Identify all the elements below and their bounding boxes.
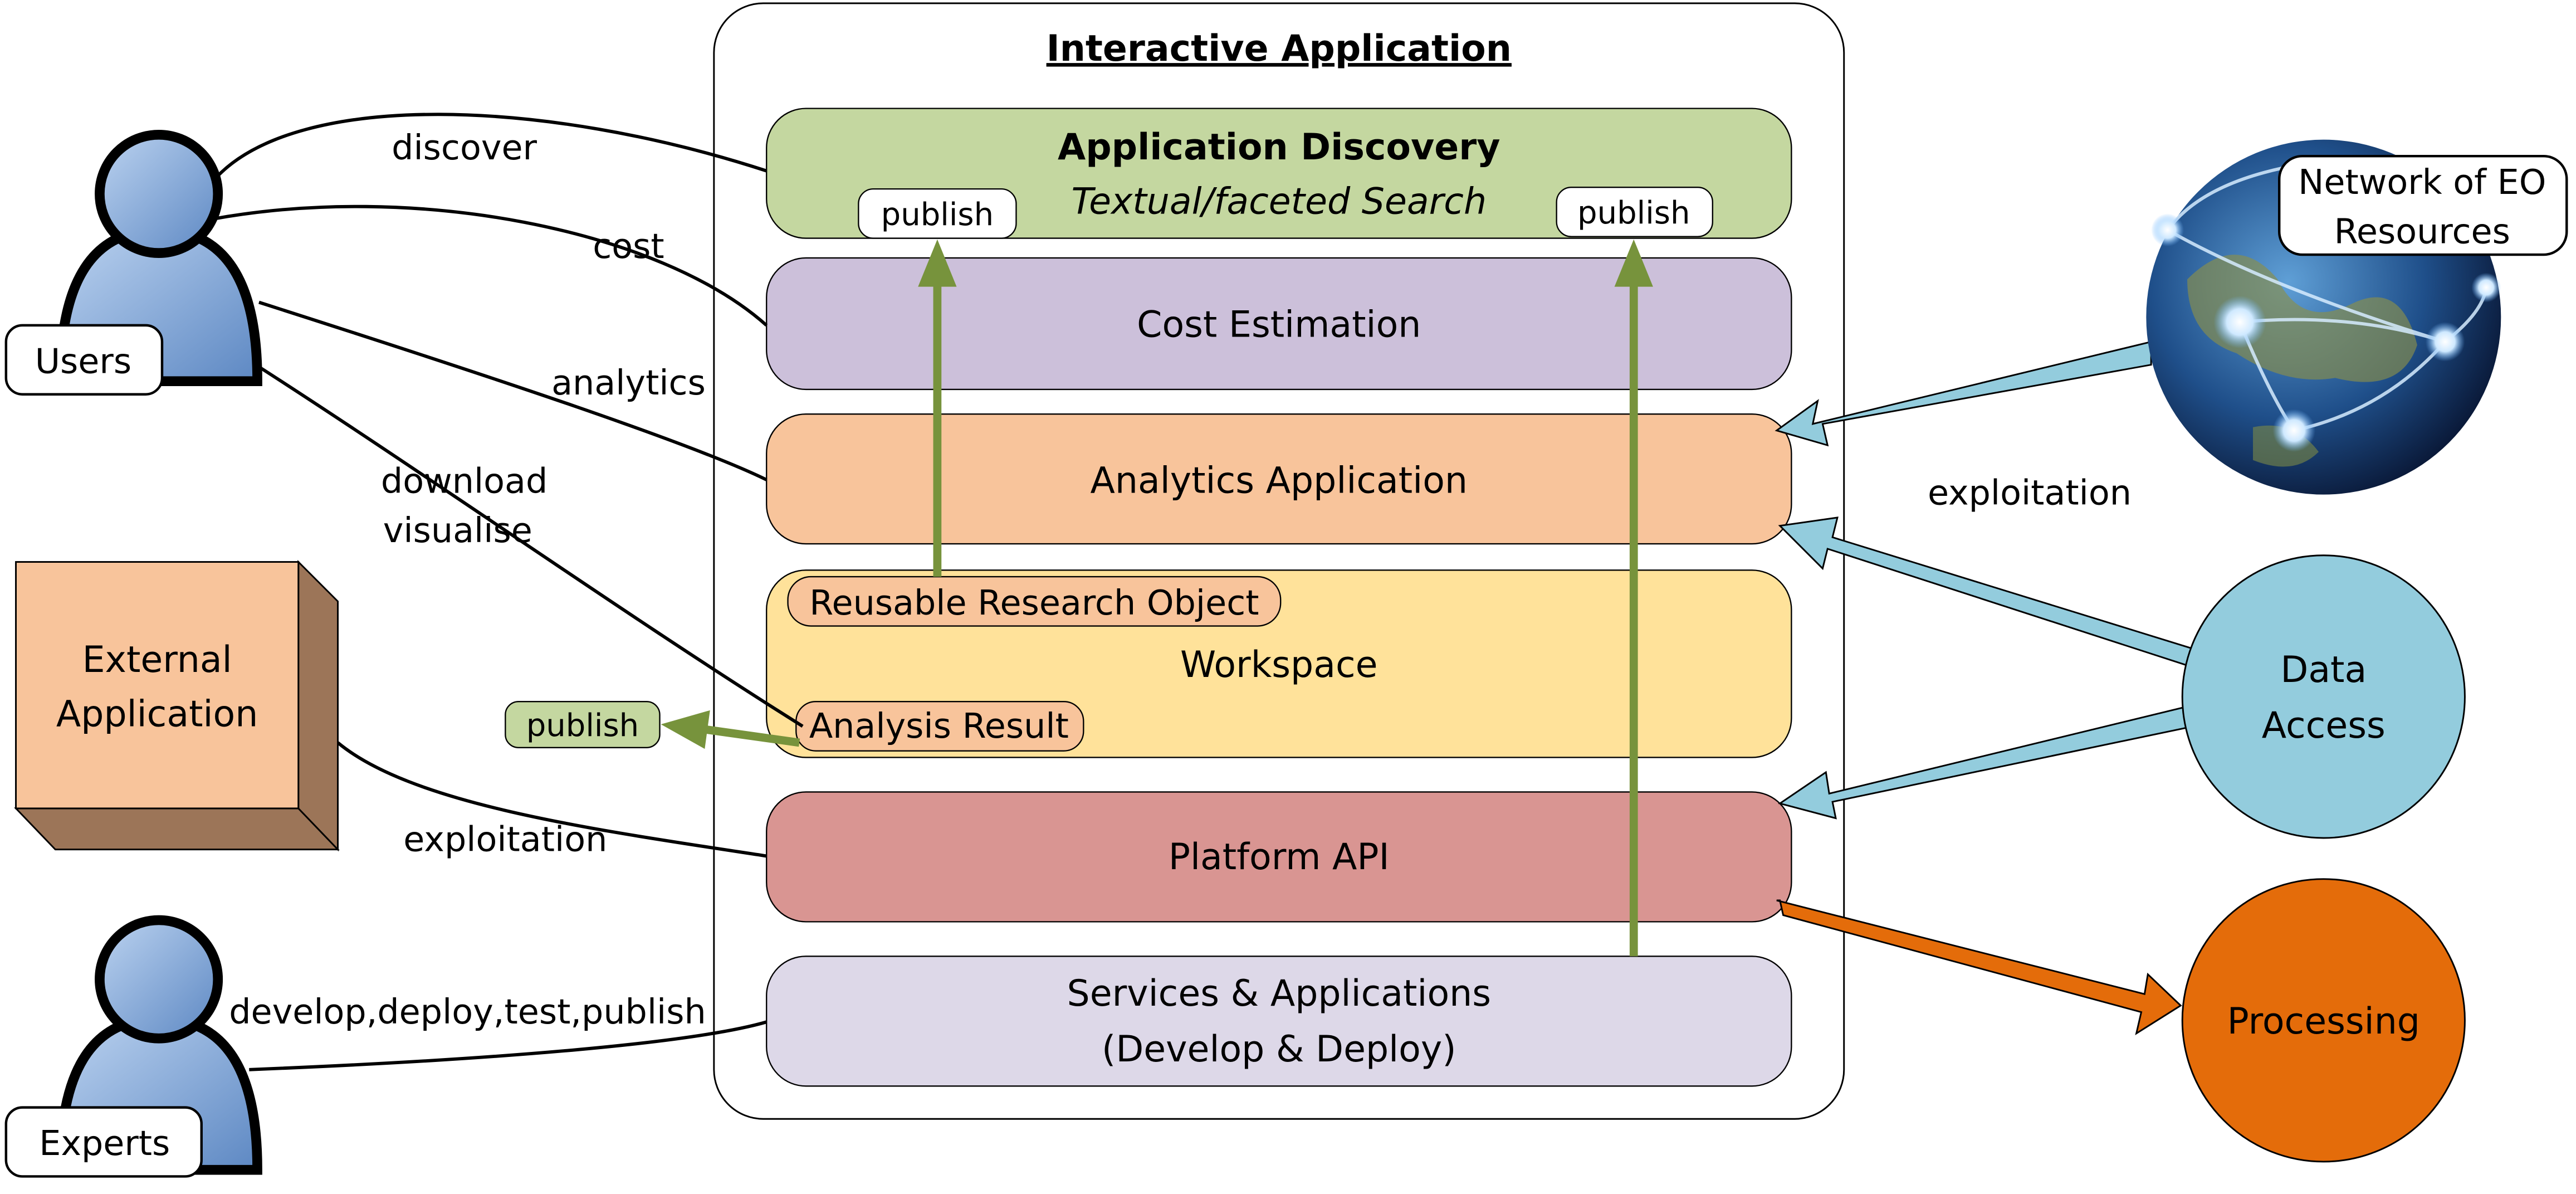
application-discovery-layer[interactable]: Application Discovery Textual/faceted Se… xyxy=(766,108,1792,239)
publish-tag-outside-label: publish xyxy=(526,708,639,744)
publish-tag-left-label: publish xyxy=(881,197,994,233)
analytics-label: analytics xyxy=(551,363,706,403)
download-label: download xyxy=(381,461,548,501)
external-exploitation-label: exploitation xyxy=(403,820,607,860)
publish-arrowhead-analysis xyxy=(661,710,710,749)
services-applications-line2: (Develop & Deploy) xyxy=(1102,1029,1456,1070)
cost-label: cost xyxy=(593,226,664,266)
expert-line xyxy=(249,1020,768,1071)
external-application-line2: Application xyxy=(56,693,258,735)
interactive-application-title: Interactive Application xyxy=(1047,28,1512,70)
platform-api-label: Platform API xyxy=(1169,836,1390,878)
services-applications-line1: Services & Applications xyxy=(1067,973,1492,1015)
publish-tag-left[interactable]: publish xyxy=(858,188,1017,239)
network-label-line1: Network of EO xyxy=(2298,162,2546,202)
network-nodes xyxy=(2151,213,2501,452)
publish-tag-right[interactable]: publish xyxy=(1556,187,1713,237)
experts-label: Experts xyxy=(39,1123,170,1163)
analysis-result-label: Analysis Result xyxy=(809,706,1069,746)
users-label: Users xyxy=(35,341,131,381)
processing-label: Processing xyxy=(2227,1001,2420,1042)
data-to-analytics-arrow xyxy=(1778,516,2195,667)
data-access-line1: Data xyxy=(2280,649,2367,691)
application-discovery-title: Application Discovery xyxy=(1058,126,1500,168)
application-discovery-subtitle: Textual/faceted Search xyxy=(1071,181,1487,222)
publish-tag-right-label: publish xyxy=(1577,195,1690,231)
experts-actor[interactable]: Experts xyxy=(4,915,262,1178)
expert-action-label: develop,deploy,test,publish xyxy=(229,992,706,1032)
network-eo-resources-callout[interactable]: Network of EO Resources xyxy=(2277,154,2568,256)
services-applications-layer[interactable]: Services & Applications (Develop & Deplo… xyxy=(766,956,1792,1087)
discover-label: discover xyxy=(392,128,537,168)
reusable-research-object-chip[interactable]: Reusable Research Object xyxy=(787,576,1282,627)
publish-arrowhead-services xyxy=(1614,239,1653,287)
users-actor[interactable]: Users xyxy=(4,129,262,396)
analysis-result-chip[interactable]: Analysis Result xyxy=(795,701,1084,752)
users-head-icon xyxy=(95,129,223,258)
actor-connection-lines xyxy=(206,113,804,1071)
publish-arrowhead-reusable xyxy=(918,239,957,287)
exploitation-right-label: exploitation xyxy=(1928,472,2132,513)
platform-api-layer[interactable]: Platform API xyxy=(766,791,1792,923)
external-application-line1: External xyxy=(82,639,232,681)
workspace-label: Workspace xyxy=(1180,644,1378,686)
data-access-arrows xyxy=(1775,340,2195,820)
experts-head-icon xyxy=(95,915,223,1044)
processing-arrow xyxy=(1776,899,2182,1036)
cost-line xyxy=(206,204,768,327)
publish-tag-outside[interactable]: publish xyxy=(505,701,661,748)
external-application-side xyxy=(297,559,339,852)
analytics-line xyxy=(258,300,768,481)
external-application-bottom xyxy=(14,807,340,851)
download-visualise-line xyxy=(255,363,804,728)
network-to-analytics-arrow xyxy=(1775,340,2152,447)
data-access-line2: Access xyxy=(2262,705,2386,747)
data-to-platform-arrow xyxy=(1778,705,2195,820)
visualise-label: visualise xyxy=(383,510,532,550)
publish-arrows xyxy=(661,239,1653,957)
external-exploitation-line xyxy=(336,741,767,858)
publish-arrow-analysis xyxy=(705,725,800,747)
network-label-line2: Resources xyxy=(2334,211,2510,251)
processing-node[interactable]: Processing xyxy=(2181,878,2466,1163)
data-access-node[interactable]: Data Access xyxy=(2181,554,2466,839)
discover-line xyxy=(215,113,768,179)
external-application-box[interactable]: External Application xyxy=(14,559,340,852)
external-application-front xyxy=(15,561,300,810)
reusable-research-object-label: Reusable Research Object xyxy=(809,583,1259,623)
analytics-application-label: Analytics Application xyxy=(1091,460,1468,502)
cost-estimation-label: Cost Estimation xyxy=(1137,304,1421,346)
analytics-application-layer[interactable]: Analytics Application xyxy=(766,413,1792,545)
